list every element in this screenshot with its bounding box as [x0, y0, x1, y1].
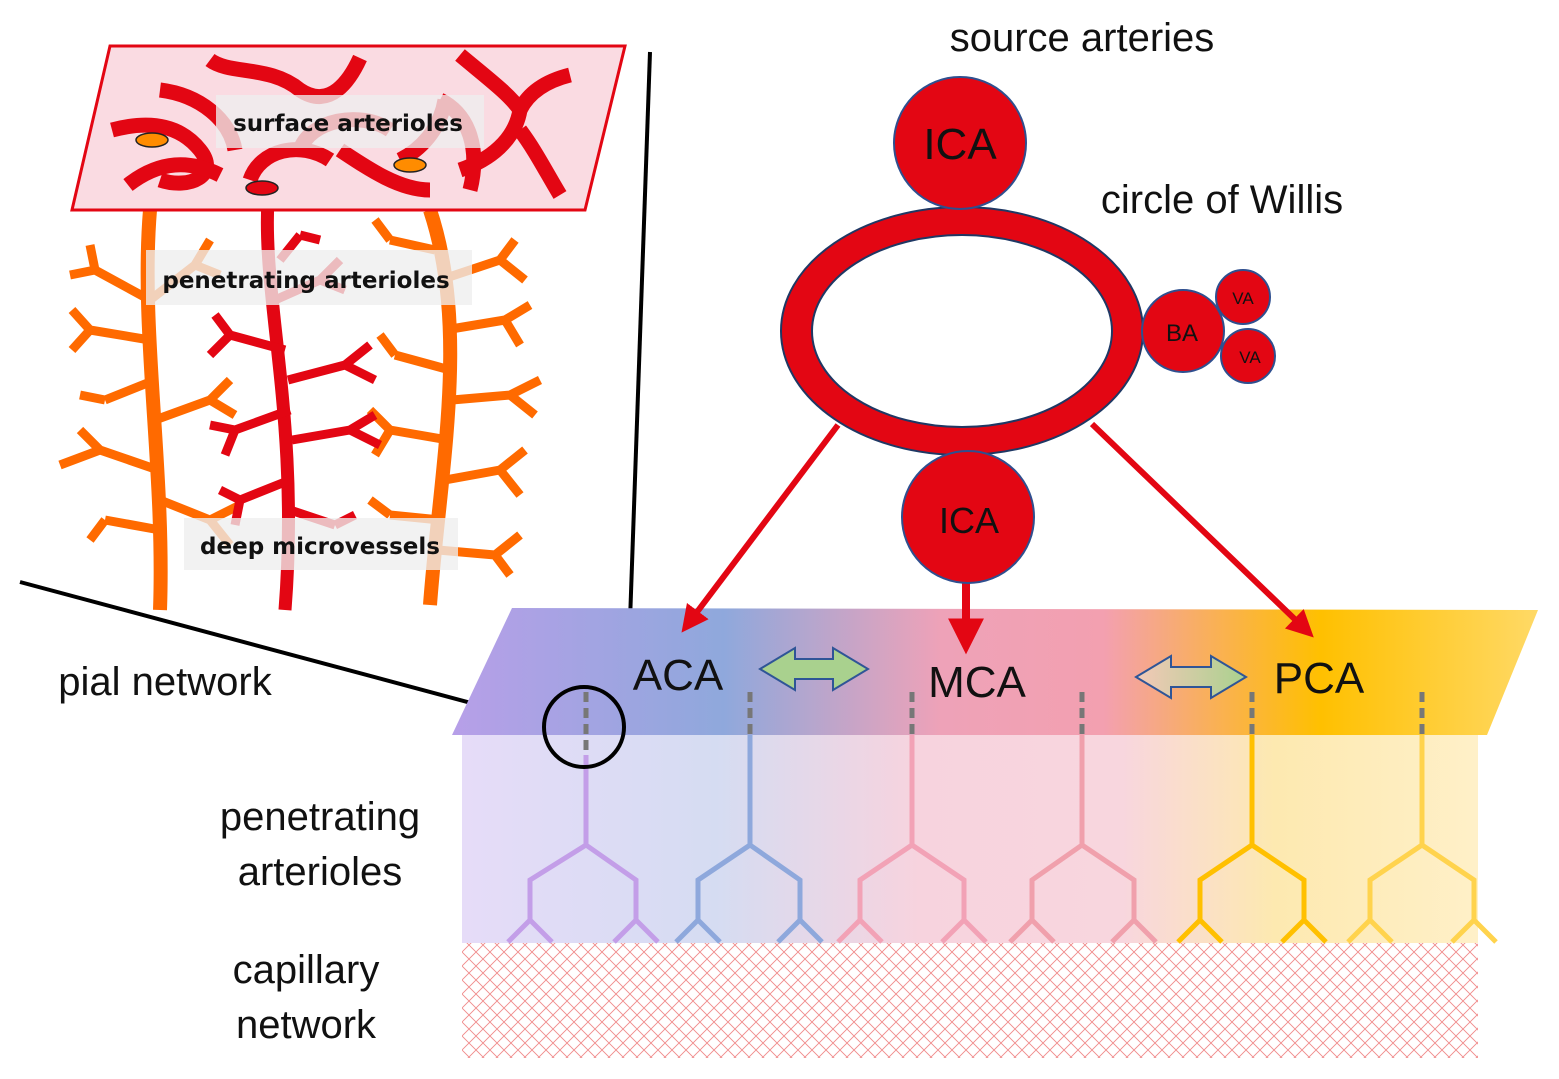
circle-of-willis-label: circle of Willis	[1101, 178, 1343, 222]
vessel-opening	[135, 132, 169, 148]
ba-label: BA	[1166, 320, 1198, 347]
va-bottom-circle	[1220, 328, 1276, 384]
capillary-network-label-line1: capillary	[233, 948, 380, 992]
capillary-network-label-line2: network	[236, 1003, 377, 1047]
mca-label: MCA	[928, 658, 1026, 707]
ica-bottom-label: ICA	[939, 500, 999, 541]
va-top-circle	[1215, 269, 1271, 325]
pial-band	[452, 608, 1538, 735]
vessel-opening	[245, 180, 279, 196]
source-arteries-label: source arteries	[950, 16, 1215, 60]
penetrating-arterioles-label-line2: arterioles	[238, 850, 403, 894]
tree-aca-2	[674, 735, 824, 944]
capillary-mesh	[462, 943, 1478, 1058]
va-bottom-label: VA	[1239, 348, 1261, 367]
tree-aca-1	[506, 755, 660, 944]
penetrating-trees	[506, 735, 1498, 944]
aca-label: ACA	[633, 651, 724, 700]
arrow-to-pca	[1089, 421, 1314, 638]
surface-arterioles-label: surface arterioles	[233, 111, 463, 137]
tree-pca-1	[1176, 735, 1328, 944]
arrow-to-aca	[681, 423, 841, 633]
label-box	[184, 518, 458, 570]
penetrating-arterioles-label-line1: penetrating	[220, 795, 420, 839]
penetrating-arterioles-inset-label: penetrating arterioles	[162, 268, 449, 294]
circle-of-willis-lumen	[811, 234, 1113, 428]
ica-top-circle	[893, 76, 1027, 210]
pca-label: PCA	[1274, 654, 1365, 703]
vessel-opening	[393, 157, 427, 173]
label-box	[216, 95, 484, 148]
va-top-label: VA	[1232, 289, 1254, 308]
ba-circle	[1141, 289, 1225, 373]
tree-pca-2	[1346, 735, 1498, 944]
zoom-line-left	[19, 580, 543, 724]
deep-microvessels-label: deep microvessels	[200, 534, 440, 560]
penetration-markers	[583, 692, 1425, 755]
ica-bottom-circle	[901, 450, 1035, 584]
penetrating-layer	[462, 735, 1478, 943]
collateral-arrow-mca-pca	[1134, 654, 1248, 700]
pial-network-label: pial network	[58, 660, 272, 704]
tree-mca-2	[1008, 735, 1158, 944]
zoom-circle	[542, 685, 626, 769]
label-box	[146, 250, 472, 305]
collateral-arrow-aca-mca	[758, 646, 870, 692]
ica-top-label: ICA	[923, 120, 997, 169]
tree-mca-1	[836, 735, 988, 944]
inset-panel: surface arterioles penetrating arteriole…	[58, 44, 627, 611]
